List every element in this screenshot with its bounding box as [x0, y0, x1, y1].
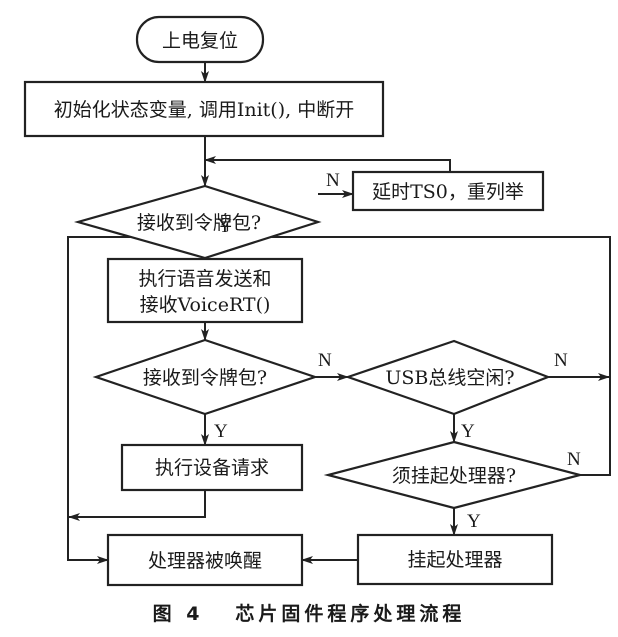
process-shape	[106, 257, 304, 324]
edge-device-req-to-left	[68, 490, 206, 521]
node-need-suspend: 须挂起处理器?	[323, 440, 585, 510]
node-device-req: 执行设备请求	[120, 443, 304, 492]
figure-caption: 图 4 芯片固件程序处理流程	[153, 602, 466, 625]
decision-shape	[92, 338, 319, 416]
node-suspend-label: 挂起处理器	[407, 549, 502, 571]
node-device-req-label: 执行设备请求	[155, 457, 269, 479]
terminal-shape	[135, 15, 265, 64]
edge-need-suspend-no	[580, 377, 611, 476]
edge-label-usb-idle-yes: Y	[461, 421, 475, 442]
edge-label-usb-idle-no: N	[554, 350, 568, 371]
node-usb-idle-label: USB总线空闲?	[385, 367, 514, 389]
process-shape	[351, 170, 545, 212]
node-wake: 处理器被唤醒	[106, 533, 304, 587]
node-delay-label: 延时TS0，重列举	[372, 181, 524, 203]
edge-label-need-suspend-yes: Y	[467, 511, 481, 532]
node-token-check-1-label: 接收到令牌包?	[137, 212, 261, 234]
node-token-check-1: 接收到令牌包?	[73, 184, 322, 260]
edge-label-token-check-1-no: N	[326, 170, 340, 191]
decision-shape	[323, 440, 585, 510]
node-wake-label: 处理器被唤醒	[148, 550, 262, 572]
edge-label-token-check-2-no: N	[318, 350, 332, 371]
node-token-check-2: 接收到令牌包?	[92, 338, 319, 416]
edge-label-token-check-2-yes: Y	[214, 421, 228, 442]
node-suspend: 挂起处理器	[356, 533, 554, 586]
node-start: 上电复位	[135, 15, 265, 64]
node-voice-label-line2: 接收VoiceRT()	[140, 294, 271, 316]
edge-delay-loop-back	[204, 156, 451, 172]
node-voice: 执行语音发送和 接收VoiceRT()	[106, 257, 304, 324]
process-shape	[106, 533, 304, 587]
node-need-suspend-label: 须挂起处理器?	[392, 465, 516, 487]
node-init-label: 初始化状态变量, 调用Init(), 中断开	[54, 99, 354, 121]
process-shape	[356, 533, 554, 586]
node-voice-label-line1: 执行语音发送和	[138, 268, 271, 290]
node-usb-idle: USB总线空闲?	[344, 339, 552, 416]
decision-shape	[344, 339, 552, 416]
node-start-label: 上电复位	[162, 30, 238, 52]
edge-label-need-suspend-no: N	[567, 449, 581, 470]
edge-label-token-check-1-yes: Y	[218, 216, 232, 237]
node-token-check-2-label: 接收到令牌包?	[143, 367, 267, 389]
edge-right-loop-return	[204, 233, 611, 377]
node-init: 初始化状态变量, 调用Init(), 中断开	[23, 80, 385, 138]
process-shape	[120, 443, 304, 492]
process-shape	[23, 80, 385, 138]
node-delay: 延时TS0，重列举	[351, 170, 545, 212]
